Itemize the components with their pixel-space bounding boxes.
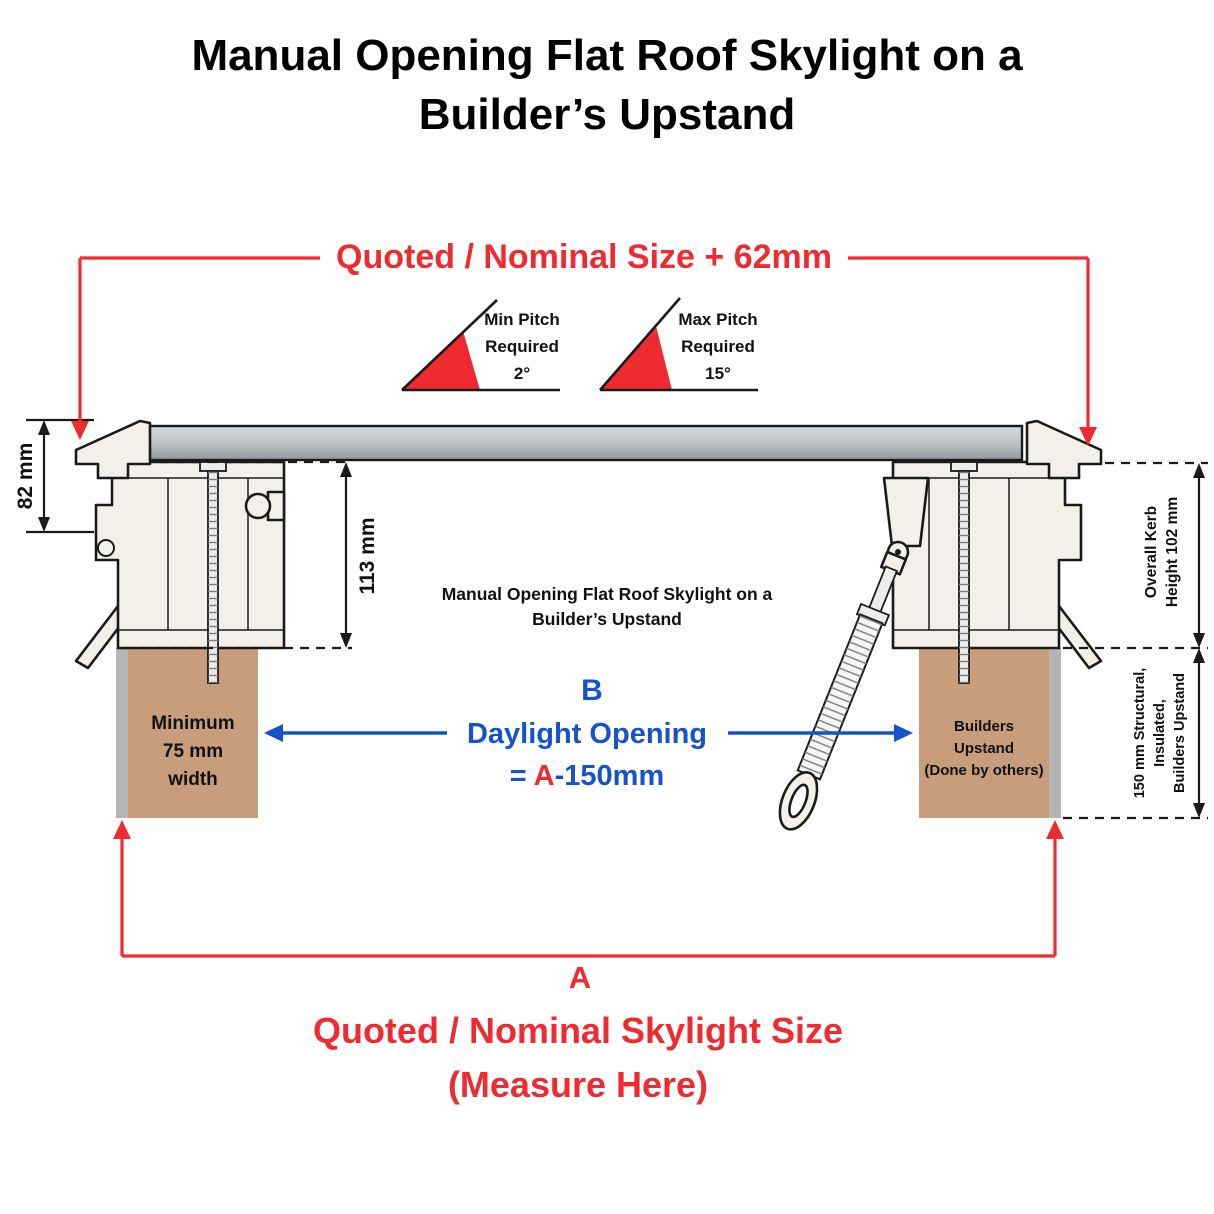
kerb-line2: Height 102 mm (1164, 496, 1181, 608)
pitch-min-line2: Required (485, 337, 559, 356)
glass-panel (141, 424, 1024, 462)
left-upstand-line1: Minimum (151, 713, 235, 734)
dimension-82mm (26, 418, 94, 534)
pitch-min-label: Min Pitch Required 2° (452, 306, 592, 387)
right-upstand-line2: Upstand (954, 740, 1014, 757)
pitch-min-indicator (401, 299, 560, 392)
dim-82-label: 82 mm (14, 442, 37, 510)
pitch-min-value: 2° (513, 364, 531, 383)
daylight-letter: B (581, 674, 603, 707)
center-caption-line1: Manual Opening Flat Roof Skylight on a (441, 584, 773, 604)
pitch-max-indicator (599, 297, 758, 392)
builders-upstand-left-block (116, 648, 258, 818)
bottom-dimension-line1: Quoted / Nominal Skylight Size (312, 1010, 844, 1051)
skylight-frame-left (74, 419, 286, 684)
pitch-max-line2: Required (681, 337, 755, 356)
structural-line3: Builders Upstand (1172, 672, 1188, 794)
pitch-min-line1: Min Pitch (484, 310, 560, 329)
dimension-113mm (124, 460, 352, 650)
right-upstand-line3: (Done by others) (924, 762, 1044, 779)
page-title: Manual Opening Flat Roof Skylight on a B… (0, 26, 1214, 144)
skylight-frame-right (891, 419, 1103, 684)
structural-line2: Insulated, (1152, 699, 1168, 767)
dimension-kerb-and-upstand (1063, 461, 1208, 820)
dimension-nominal-size (113, 820, 1064, 958)
pitch-max-value: 15° (705, 364, 731, 383)
daylight-opening-arrows (264, 724, 913, 742)
frame-knob (244, 492, 272, 520)
structural-upstand-label: 150 mm Structural, Insulated, Builders U… (1130, 627, 1190, 839)
formula-a: A (533, 760, 555, 792)
right-upstand-line1: Builders (953, 718, 1014, 735)
bottom-dimension-letter: A (568, 960, 592, 995)
bottom-dimension-line2: (Measure Here) (447, 1064, 709, 1105)
telescopic-winding-rod (778, 550, 908, 831)
frame-hook-detail (97, 539, 115, 557)
center-caption: Manual Opening Flat Roof Skylight on a B… (382, 582, 832, 632)
pitch-max-line1: Max Pitch (678, 310, 758, 329)
builders-upstand-right-block (919, 648, 1061, 818)
formula-prefix: = (509, 760, 534, 792)
left-upstand-line2: 75 mm (162, 741, 224, 762)
daylight-name: Daylight Opening (466, 718, 708, 750)
kerb-line1: Overall Kerb (1143, 505, 1160, 599)
left-upstand-label: Minimum 75 mm width (131, 710, 255, 794)
page-title-line2: Builder’s Upstand (418, 90, 796, 139)
structural-line1: 150 mm Structural, (1132, 667, 1148, 799)
center-caption-line2: Builder’s Upstand (532, 609, 682, 629)
page-title-line1: Manual Opening Flat Roof Skylight on a (191, 31, 1023, 80)
fixing-bolt-right (950, 461, 978, 684)
pitch-max-label: Max Pitch Required 15° (648, 306, 788, 387)
manual-opening-mechanism (778, 476, 930, 831)
dim-113-label: 113 mm (356, 517, 379, 595)
daylight-formula: = A-150mm (445, 760, 729, 793)
right-upstand-label: Builders Upstand (Done by others) (913, 716, 1055, 782)
kerb-height-label: Overall Kerb Height 102 mm (1141, 450, 1183, 654)
left-upstand-line3: width (168, 769, 218, 790)
formula-suffix: -150mm (554, 760, 665, 792)
top-dimension-label: Quoted / Nominal Size + 62mm (320, 238, 848, 277)
